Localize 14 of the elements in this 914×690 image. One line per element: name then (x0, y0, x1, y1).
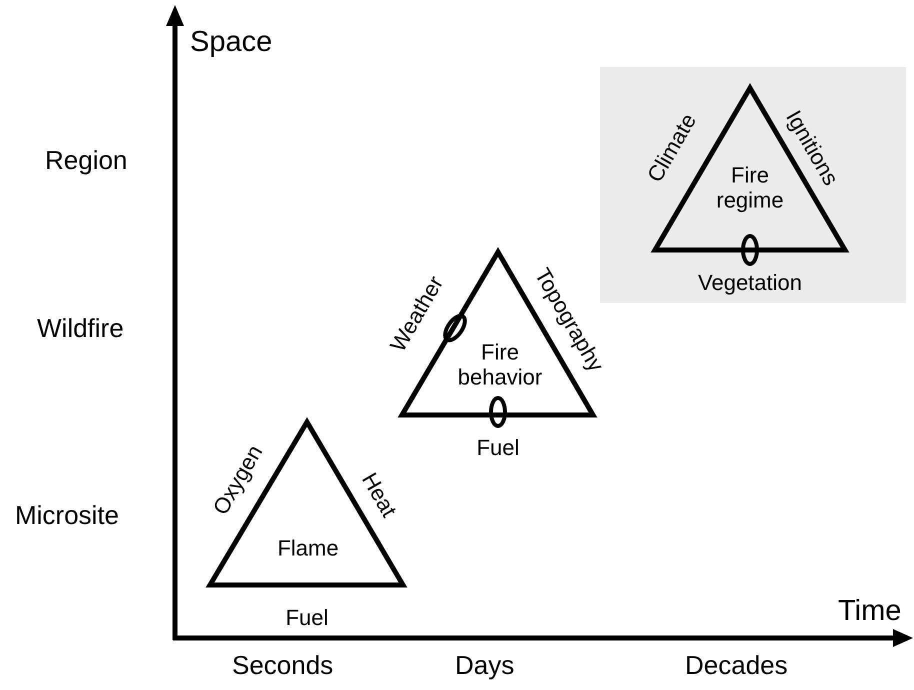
axis-title: Space (190, 28, 272, 57)
axis-tick-label: Microsite (15, 502, 120, 528)
axis-title: Time (838, 597, 902, 626)
axis-tick-label: Days (455, 652, 514, 678)
side-label: Fuel (476, 437, 520, 459)
triangle-label: Flame (276, 535, 340, 561)
axis-tick-label: Wildfire (37, 315, 124, 341)
axis-tick-label: Decades (685, 652, 788, 678)
side-label: Vegetation (698, 272, 802, 294)
axis-tick-label: Region (45, 147, 128, 173)
side-label: Fuel (286, 607, 328, 629)
triangle-label: Fire behavior (456, 340, 542, 390)
triangle-label: Fire regime (715, 162, 785, 214)
axis-tick-label: Seconds (232, 652, 334, 678)
